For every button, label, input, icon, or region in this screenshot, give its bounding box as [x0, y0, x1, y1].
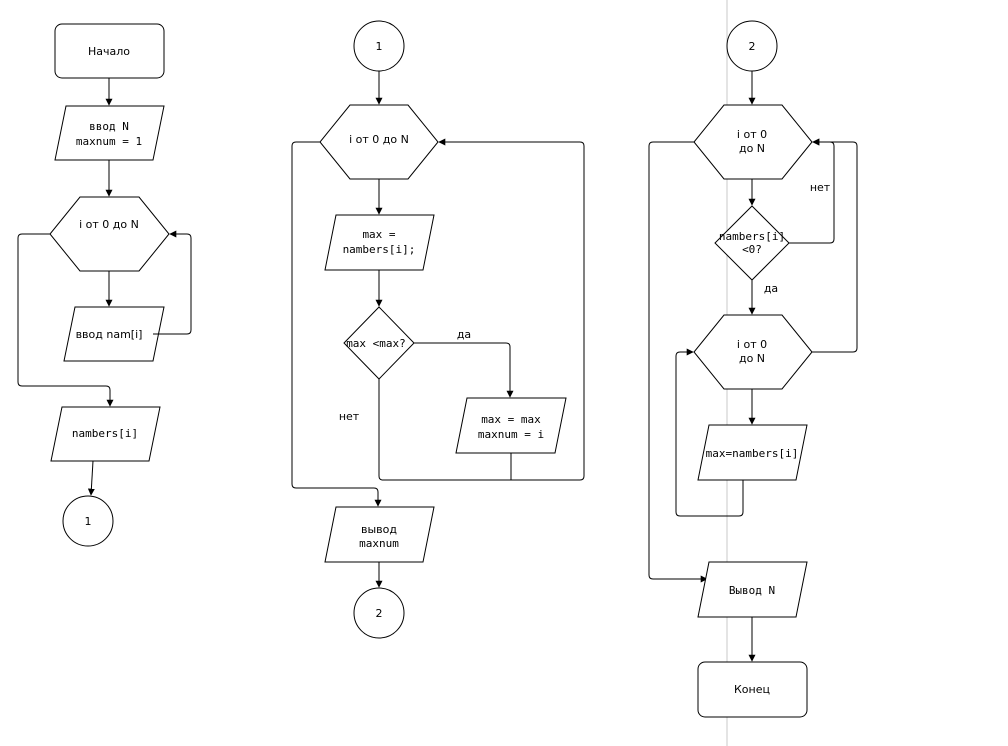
assign-max-line1: max =	[362, 228, 395, 241]
output-line2: maxnum	[359, 537, 399, 550]
assign-max-parallelogram[interactable]	[324, 214, 435, 271]
yes-label: да	[764, 282, 778, 295]
edge-loop1-exit	[648, 141, 708, 583]
connector-2-out-label: 2	[376, 607, 383, 620]
decision-label: max <max?	[346, 337, 406, 350]
decision-line1: nambers[i]	[719, 230, 785, 243]
connector-1-out[interactable]	[62, 495, 114, 547]
output-line1: вывод	[361, 523, 397, 536]
output-parallelogram[interactable]	[697, 561, 808, 618]
flowchart-2: 1 i от 0 до N max = nambers[i]; max <max…	[291, 20, 585, 639]
edge-loop-back	[153, 230, 192, 335]
input-nam-parallelogram[interactable]	[63, 306, 165, 362]
loop-label: i от 0 до N	[349, 133, 409, 146]
loop-label: i от 0 до N	[79, 218, 139, 231]
connector-1-out-label: 1	[85, 515, 92, 528]
assign-parallelogram[interactable]	[697, 424, 808, 481]
loop1-line2: до N	[739, 142, 765, 155]
edge-loop2-exit	[812, 138, 858, 353]
connector-2-in-label: 2	[749, 40, 756, 53]
loop-hexagon[interactable]	[49, 196, 170, 272]
input-nam-label: ввод nam[i]	[76, 328, 143, 341]
edge-decision-yes	[414, 342, 514, 398]
output-arr-label: nambers[i]	[72, 427, 138, 440]
end-label: Конец	[734, 683, 770, 696]
loop2-line2: до N	[739, 352, 765, 365]
output-parallelogram[interactable]	[324, 506, 435, 563]
edge-assign-loop-back	[675, 348, 744, 517]
connector-1-in-label: 1	[376, 40, 383, 53]
input-n-parallelogram[interactable]	[54, 105, 165, 161]
loop2-hexagon[interactable]	[693, 314, 813, 390]
input-n-line1: ввод N	[89, 120, 129, 133]
assign-label: max=nambers[i]	[706, 447, 799, 460]
assign-max-line2: nambers[i];	[343, 243, 416, 256]
edge-loop-exit	[17, 233, 114, 407]
loop2-line1: i от 0	[737, 338, 767, 351]
start-label: Начало	[88, 45, 130, 58]
edge-output-to-connector	[87, 460, 95, 496]
decision-line2: <0?	[742, 243, 762, 256]
edge-decision-no	[378, 138, 585, 481]
no-label: нет	[810, 181, 831, 194]
input-n-line2: maxnum = 1	[76, 135, 142, 148]
output-label: Вывод N	[729, 584, 775, 597]
assign-block-parallelogram[interactable]	[455, 397, 567, 454]
no-label: нет	[339, 410, 360, 423]
connector-2-out[interactable]	[353, 587, 405, 639]
end-terminator[interactable]	[697, 661, 808, 718]
flowchart-3: 2 i от 0 до N nambers[i] <0? нет да i от…	[648, 20, 858, 718]
assign-block-line1: max = max	[481, 413, 541, 426]
assign-block-line2: maxnum = i	[478, 428, 544, 441]
flowchart-1: Начало ввод N maxnum = 1 i от 0 до N вво…	[17, 23, 192, 547]
output-arr-parallelogram[interactable]	[50, 406, 161, 462]
loop1-line1: i от 0	[737, 128, 767, 141]
edge-loop-exit	[291, 141, 382, 507]
yes-label: да	[457, 328, 471, 341]
